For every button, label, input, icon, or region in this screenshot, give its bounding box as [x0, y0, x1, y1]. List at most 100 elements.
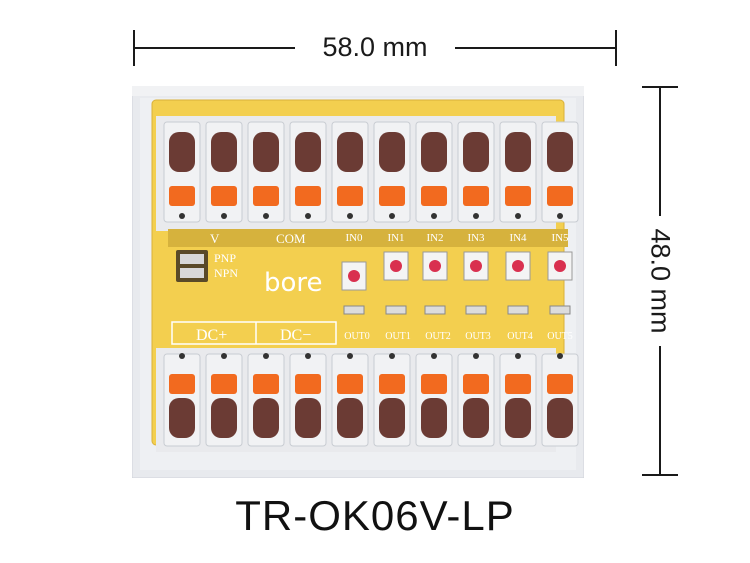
label-v: V — [210, 231, 220, 246]
bottom-release-lever — [379, 374, 405, 394]
bottom-release-lever — [547, 374, 573, 394]
bottom-wire-entry — [295, 398, 321, 438]
top-release-lever — [337, 186, 363, 206]
input-led — [429, 260, 441, 272]
board-photo: V COM IN0 IN1 IN2 IN3 IN4 IN5 PNP NPN bo… — [132, 86, 584, 478]
top-wire-entry — [295, 132, 321, 172]
bottom-test-point — [473, 353, 479, 359]
bottom-wire-entry — [337, 398, 363, 438]
height-dimension: 48.0 mm — [640, 86, 680, 476]
top-wire-entry — [337, 132, 363, 172]
top-wire-entry — [169, 132, 195, 172]
output-indicator — [549, 305, 571, 315]
bottom-test-point — [557, 353, 563, 359]
top-test-point — [179, 213, 185, 219]
width-dimension-line-left — [135, 47, 295, 49]
top-release-lever — [547, 186, 573, 206]
input-led — [348, 270, 360, 282]
output-indicator — [465, 305, 487, 315]
bottom-test-point — [431, 353, 437, 359]
top-terminals — [163, 121, 579, 223]
top-wire-entry — [505, 132, 531, 172]
bottom-terminals — [163, 353, 579, 447]
input-led — [554, 260, 566, 272]
bottom-wire-entry — [463, 398, 489, 438]
top-wire-entry — [211, 132, 237, 172]
output-labels: OUT0 OUT1 OUT2 OUT3 OUT4 OUT5 — [344, 331, 573, 342]
input-label-band — [168, 229, 568, 247]
label-out4: OUT4 — [507, 331, 533, 342]
top-release-lever — [463, 186, 489, 206]
input-labels: IN0 IN1 IN2 IN3 IN4 IN5 — [345, 232, 569, 244]
bottom-test-point — [347, 353, 353, 359]
top-test-point — [389, 213, 395, 219]
top-test-point — [473, 213, 479, 219]
output-indicator — [507, 305, 529, 315]
label-out1: OUT1 — [385, 331, 411, 342]
top-release-lever — [505, 186, 531, 206]
width-dimension-line-right — [455, 47, 615, 49]
bottom-test-point — [263, 353, 269, 359]
top-release-lever — [253, 186, 279, 206]
brand-logo: bore — [264, 268, 323, 298]
output-indicator — [385, 305, 407, 315]
height-dimension-line-top — [659, 88, 661, 216]
bottom-release-lever — [421, 374, 447, 394]
top-release-lever — [169, 186, 195, 206]
product-model-title: TR-OK06V-LP — [235, 492, 515, 539]
label-in4: IN4 — [509, 232, 527, 244]
top-release-lever — [211, 186, 237, 206]
top-wire-entry — [547, 132, 573, 172]
bottom-release-lever — [463, 374, 489, 394]
bottom-release-lever — [169, 374, 195, 394]
label-in5: IN5 — [551, 232, 569, 244]
label-com: COM — [276, 231, 306, 246]
top-release-lever — [379, 186, 405, 206]
top-wire-entry — [253, 132, 279, 172]
bottom-test-point — [305, 353, 311, 359]
bottom-test-point — [221, 353, 227, 359]
bottom-release-lever — [337, 374, 363, 394]
top-test-point — [347, 213, 353, 219]
top-test-point — [431, 213, 437, 219]
label-in1: IN1 — [387, 232, 404, 244]
label-out5: OUT5 — [547, 331, 573, 342]
bottom-wire-entry — [421, 398, 447, 438]
top-test-point — [305, 213, 311, 219]
bottom-wire-entry — [505, 398, 531, 438]
label-out2: OUT2 — [425, 331, 451, 342]
input-led — [390, 260, 402, 272]
bottom-wire-entry — [379, 398, 405, 438]
power-label-box — [171, 321, 337, 345]
label-dc-plus: DC+ — [196, 327, 227, 344]
bottom-release-lever — [253, 374, 279, 394]
width-dimension-label: 58.0 mm — [322, 32, 428, 62]
mode-led-npn — [180, 268, 204, 278]
bottom-wire-entry — [211, 398, 237, 438]
height-dimension-line-bottom — [659, 346, 661, 474]
bottom-release-lever — [505, 374, 531, 394]
label-in0: IN0 — [345, 232, 363, 244]
input-led — [470, 260, 482, 272]
bottom-test-point — [179, 353, 185, 359]
top-release-lever — [421, 186, 447, 206]
bottom-test-point — [389, 353, 395, 359]
top-wire-entry — [379, 132, 405, 172]
top-wire-entry — [463, 132, 489, 172]
bottom-wire-entry — [547, 398, 573, 438]
height-dimension-tick-top — [642, 86, 678, 88]
top-test-point — [221, 213, 227, 219]
output-indicator — [424, 305, 446, 315]
output-indicator — [343, 305, 365, 315]
label-out0: OUT0 — [344, 331, 370, 342]
input-led-housing — [547, 251, 573, 281]
label-in3: IN3 — [467, 232, 485, 244]
top-test-point — [263, 213, 269, 219]
width-dimension-tick-right — [615, 30, 617, 66]
width-dimension: 58.0 mm — [133, 30, 617, 66]
width-dimension-tick-left — [133, 30, 135, 66]
top-test-point — [557, 213, 563, 219]
top-test-point — [515, 213, 521, 219]
bottom-wire-entry — [169, 398, 195, 438]
housing-top-rail — [132, 86, 584, 96]
